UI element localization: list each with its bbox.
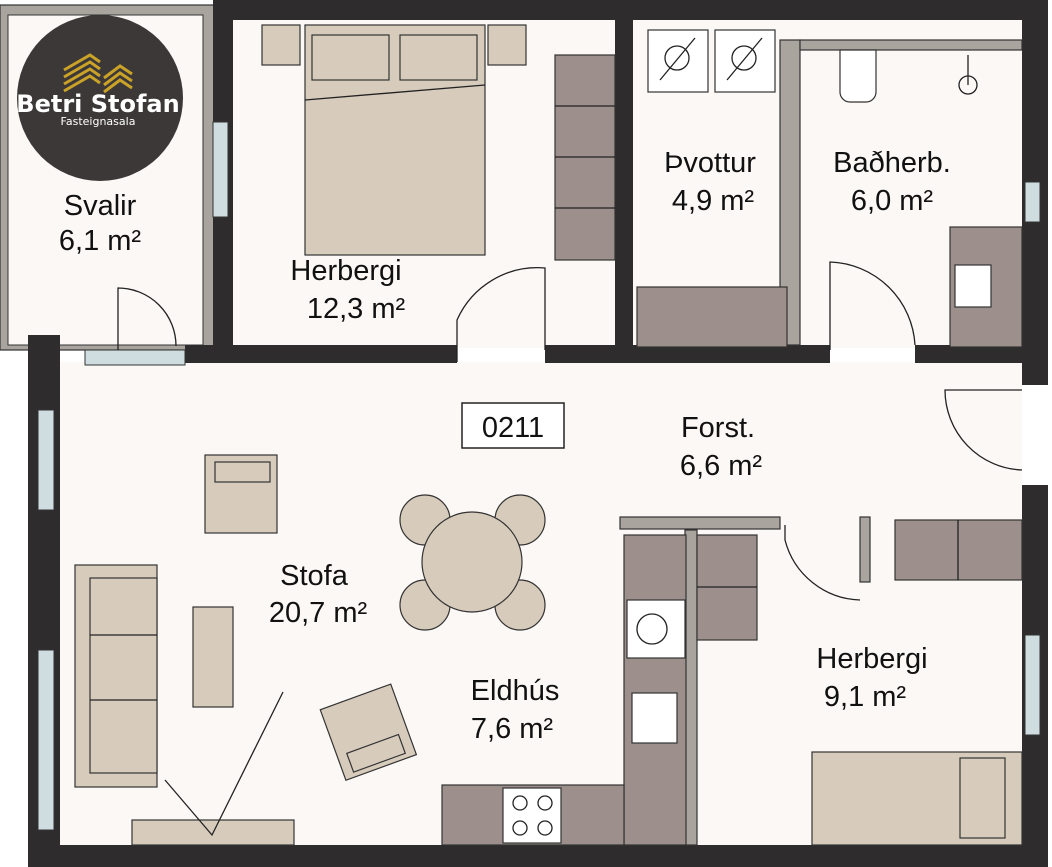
svg-text:Herbergi: Herbergi	[816, 643, 927, 675]
bed-single	[811, 751, 1023, 846]
bath-vanity	[949, 226, 1023, 348]
room-label-badherb: Baðherb. 6,0 m²	[833, 147, 951, 217]
windows	[37, 121, 1041, 831]
svg-text:Herbergi: Herbergi	[290, 255, 401, 287]
room-label-thvottur: Þvottur 4,9 m²	[664, 147, 756, 217]
svg-text:6,0 m²: 6,0 m²	[851, 185, 934, 217]
tv	[131, 691, 295, 846]
stove-icon	[502, 787, 562, 844]
room-label-forst: Forst. 6,6 m²	[680, 412, 763, 482]
svg-text:Forst.: Forst.	[681, 412, 755, 444]
closet	[894, 519, 1023, 581]
bed-double	[261, 24, 527, 256]
wardrobe	[554, 54, 616, 261]
laundry-counter	[636, 286, 788, 348]
svg-text:Fasteignasala: Fasteignasala	[61, 115, 136, 128]
svg-text:Svalir: Svalir	[64, 190, 137, 222]
svg-text:20,7 m²: 20,7 m²	[269, 597, 368, 629]
svg-text:6,1 m²: 6,1 m²	[59, 225, 142, 257]
oven-icon	[626, 599, 686, 659]
svg-text:Baðherb.: Baðherb.	[833, 147, 951, 179]
coffee-table	[192, 606, 234, 708]
shower	[958, 55, 978, 95]
unit-number: 0211	[482, 412, 544, 444]
svg-text:9,1 m²: 9,1 m²	[824, 681, 907, 713]
svg-text:7,6 m²: 7,6 m²	[471, 713, 554, 745]
doors	[117, 261, 1023, 601]
washer-dryer	[647, 29, 776, 93]
svg-text:Eldhús: Eldhús	[471, 675, 560, 707]
logo: Betri Stofan Fasteignasala	[16, 15, 183, 181]
room-label-stofa: Stofa 20,7 m²	[269, 560, 368, 629]
sink-icon	[631, 692, 678, 744]
svg-text:12,3 m²: 12,3 m²	[307, 293, 406, 325]
armchair	[204, 454, 278, 534]
building-chevrons-icon	[63, 53, 133, 94]
armchair	[319, 683, 418, 782]
svg-text:Betri Stofan: Betri Stofan	[16, 90, 179, 118]
svg-text:6,6 m²: 6,6 m²	[680, 450, 763, 482]
room-label-herbergi-2: Herbergi 9,1 m²	[816, 643, 927, 713]
room-label-herbergi-1: Herbergi 12,3 m²	[290, 255, 405, 325]
dining-table	[399, 494, 546, 631]
toilet	[839, 49, 877, 103]
room-label-eldhus: Eldhús 7,6 m²	[471, 675, 560, 745]
svg-text:Stofa: Stofa	[280, 560, 349, 592]
sofa	[74, 564, 158, 788]
kitchen-counter	[441, 534, 758, 846]
room-label-svalir: Svalir 6,1 m²	[59, 190, 142, 257]
svg-text:Þvottur: Þvottur	[664, 147, 756, 179]
unit-number-box: 0211	[461, 402, 565, 449]
svg-text:4,9 m²: 4,9 m²	[672, 185, 755, 217]
